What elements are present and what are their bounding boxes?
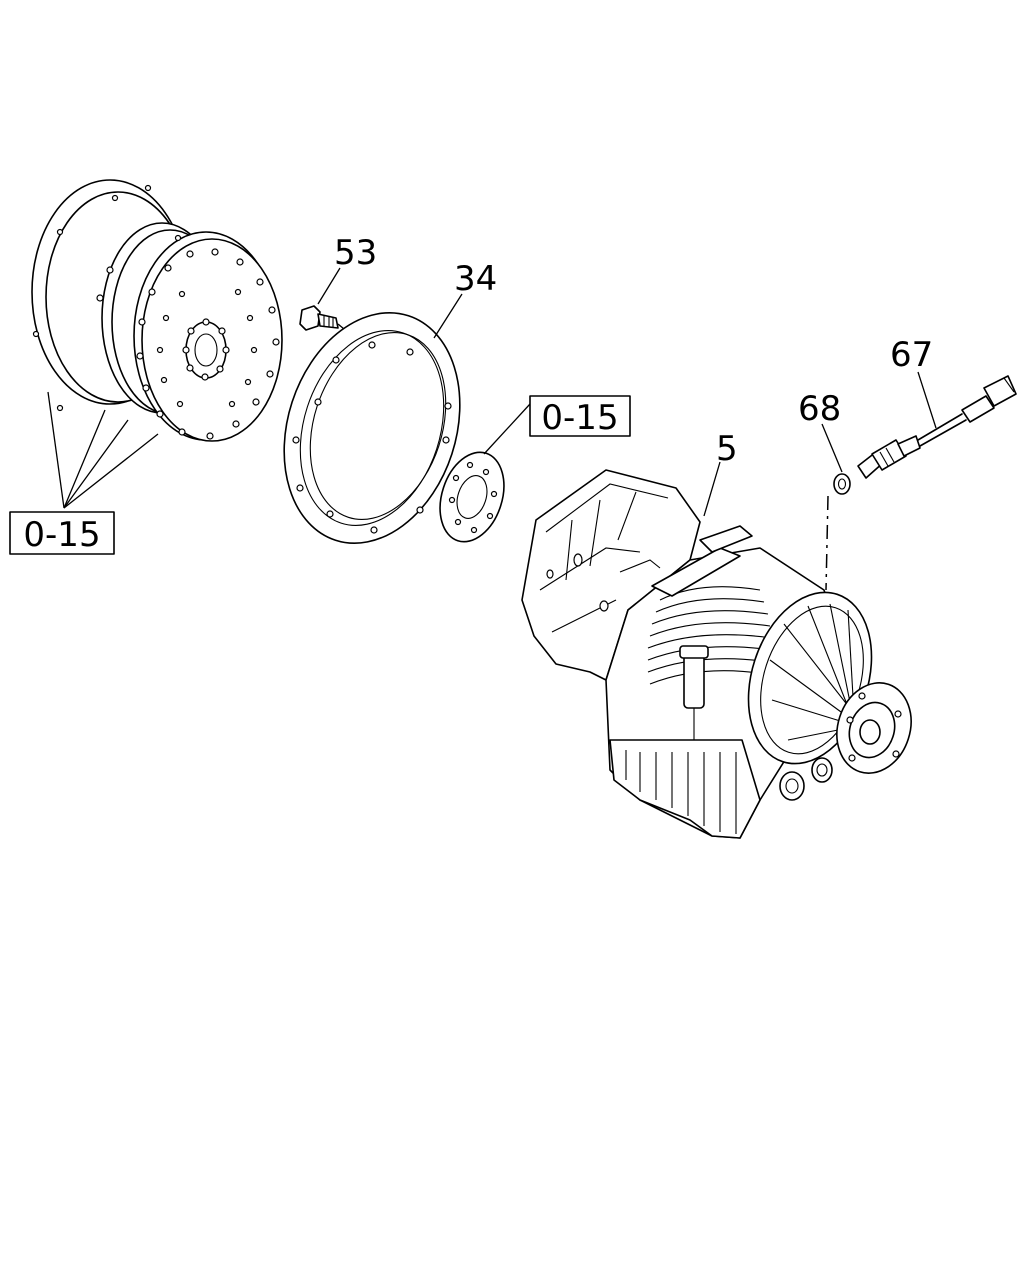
gasket-reference: 0-15 — [541, 398, 618, 438]
gasket — [439, 403, 531, 543]
flexplate-reference: 0-15 — [23, 515, 100, 555]
flexplate-assembly — [31, 179, 283, 442]
callout-68: 68 — [798, 389, 841, 429]
washer-68 — [821, 423, 851, 591]
callout-5: 5 — [716, 429, 738, 469]
callout-53: 53 — [334, 233, 377, 273]
bolt-53 — [299, 267, 351, 335]
transmission-5 — [521, 461, 912, 839]
gasket-reference-box: 0-15 — [529, 395, 631, 438]
hub-holes — [182, 318, 230, 381]
flexplate-leaders — [47, 391, 159, 509]
callout-67: 67 — [890, 335, 933, 375]
rim-holes — [32, 184, 280, 440]
sensor-67 — [857, 371, 1017, 479]
ring-34 — [283, 293, 463, 544]
pan-ribs — [625, 750, 737, 834]
callout-34: 34 — [454, 259, 497, 299]
flexplate-reference-box: 0-15 — [9, 511, 115, 555]
